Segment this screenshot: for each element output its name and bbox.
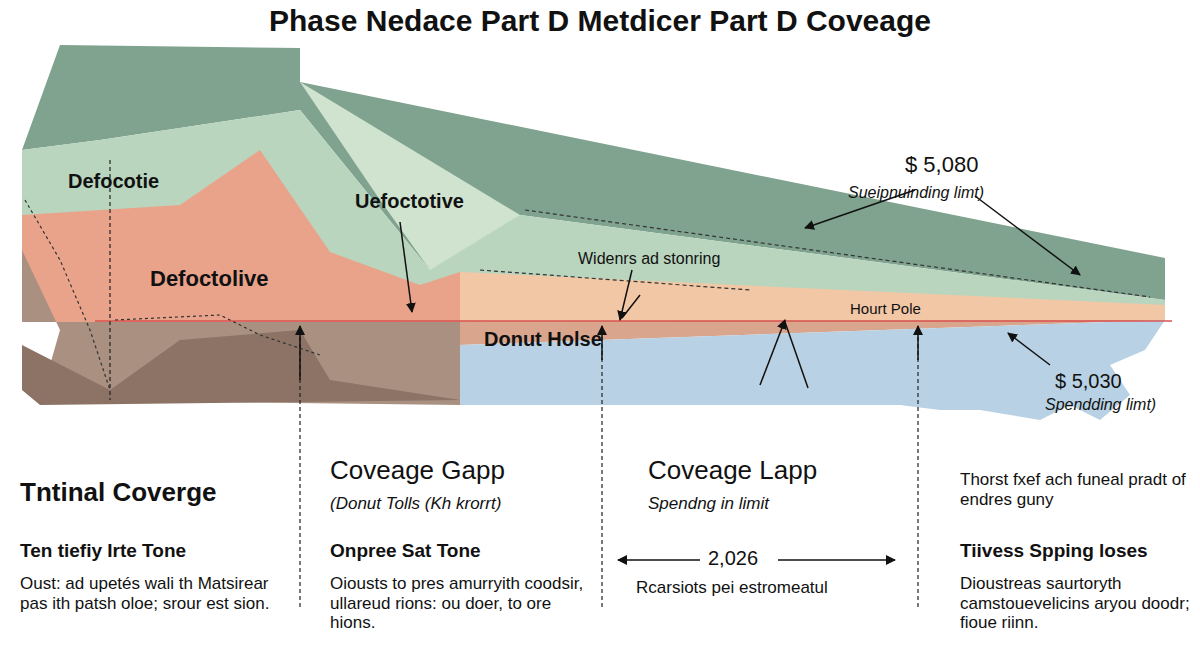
column-heading: Tntinal Coverge — [20, 478, 216, 508]
column-heading: Thorst fxef ach funeal pradt of endres g… — [960, 470, 1190, 509]
column-subheading: Tiivess Spping loses — [960, 540, 1148, 562]
column-note: Rcarsiots pei estromeatul — [636, 578, 828, 598]
amount-label: $ 5,080 — [905, 152, 978, 177]
dashed-divider — [109, 160, 110, 400]
leader-arrow — [400, 222, 412, 312]
dashed-limit-line — [480, 270, 750, 290]
dark-brown-region — [22, 330, 460, 405]
region-label: Defocotie — [68, 170, 159, 193]
brown-region — [22, 250, 460, 405]
leader-arrow — [975, 196, 1080, 275]
column-body: Oiousts to pres amurryith coodsir, ullar… — [330, 574, 585, 633]
red-baseline — [95, 320, 1172, 322]
column-body: Oust: ad upetés wali th Matsirear pas it… — [20, 574, 270, 613]
column-body: Dioustreas saurtoryth camstouevelicins a… — [960, 574, 1195, 633]
dashed-limit-line — [525, 210, 1150, 297]
band-label: Hourt Pole — [850, 300, 921, 317]
dashed-divider — [601, 330, 602, 610]
column-note: (Donut Tolls (Kh krorrt) — [330, 494, 501, 514]
column-heading: Coveage Gapp — [330, 456, 505, 486]
blue-region — [460, 320, 1165, 420]
span-number: 2,026 — [708, 547, 758, 570]
span-arrow — [618, 559, 700, 561]
peach-band — [460, 272, 1165, 322]
leader-arrow — [917, 326, 919, 360]
region-label: Widenrs ad stonring — [578, 250, 720, 268]
green-accent-region — [300, 82, 520, 270]
region-label: Defoctolive — [150, 266, 269, 291]
span-arrow — [778, 559, 895, 561]
band-label: Donut Holse — [484, 328, 602, 351]
leader-arrow — [760, 320, 785, 385]
amount-note: Spendding limt) — [1045, 396, 1156, 414]
amount-note: Sueipnuinding limt) — [848, 184, 984, 202]
leader-arrow — [299, 326, 301, 380]
column-note: Spendng in limit — [648, 494, 769, 514]
leader-arrow — [1008, 333, 1050, 365]
diagram-title: Phase Nedace Part D Metdicer Part D Cove… — [0, 4, 1200, 38]
column-subheading: Ten tiefiy Irte Tone — [20, 540, 186, 562]
amount-label: $ 5,030 — [1055, 370, 1122, 393]
leader-arrow — [622, 295, 640, 318]
column-subheading: Onpree Sat Tone — [330, 540, 481, 562]
column-heading: Coveage Lapp — [648, 456, 817, 486]
salmon-region — [22, 150, 460, 322]
dotted-contour — [115, 315, 320, 355]
dotted-contour — [25, 200, 110, 390]
dashed-divider — [917, 330, 918, 610]
region-label: Uefoctotive — [355, 190, 464, 213]
leader-arrow — [785, 322, 808, 388]
